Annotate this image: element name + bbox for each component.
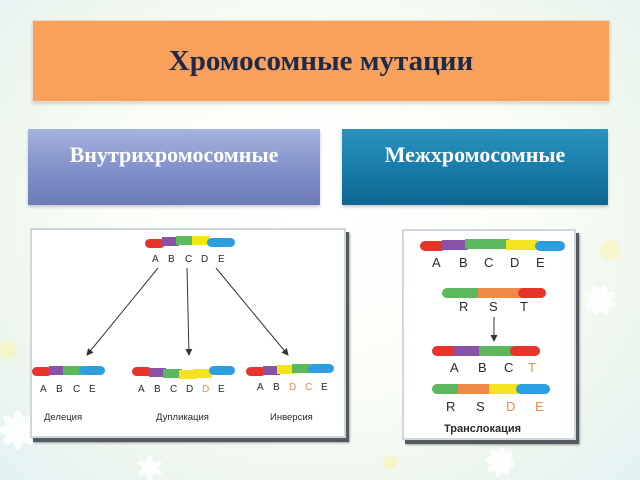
- header-interchromosomal: Межхромосомные: [342, 129, 608, 205]
- original-letter-d: D: [201, 254, 208, 265]
- duplication-letter-d-dup: D: [202, 384, 209, 395]
- chr1-letter-b: B: [459, 255, 468, 270]
- inversion-letter-e: E: [321, 382, 328, 393]
- header-intrachromosomal: Внутрихромосомные: [28, 129, 320, 205]
- original-letters: A B C D E: [152, 254, 225, 265]
- header-intrachromosomal-label: Внутрихромосомные: [69, 142, 279, 167]
- duplication-letter-c: C: [170, 384, 177, 395]
- chr1-letter-d: D: [510, 255, 519, 270]
- inter-diagram-svg: A B C D E R S T A B C T: [420, 239, 565, 435]
- result-chromosome-two: [432, 384, 550, 394]
- deletion-letter-b: B: [56, 384, 63, 395]
- inversion-chromosome: [246, 364, 334, 376]
- duplication-chromosome: [132, 366, 235, 379]
- duplication-letters: A B C D D E: [138, 384, 225, 395]
- deletion-chromosome: [32, 366, 105, 376]
- deletion-letters: A B C E: [40, 384, 96, 395]
- original-letter-a: A: [152, 254, 159, 265]
- deletion-letter-a: A: [40, 384, 47, 395]
- original-letter-b: B: [168, 254, 175, 265]
- result-chromosome-one: [432, 346, 540, 356]
- result2-letter-r: R: [446, 399, 455, 414]
- duplication-letter-e: E: [218, 384, 225, 395]
- duplication-letter-b: B: [154, 384, 161, 395]
- arrow-to-deletion: [86, 267, 159, 356]
- chromosome-one-letters: A B C D E: [432, 255, 545, 270]
- chr2-letter-r: R: [459, 299, 468, 314]
- chr1-letter-a: A: [432, 255, 441, 270]
- intra-diagram-svg: A B C D E A B C E Делеция: [32, 236, 334, 423]
- chr1-letter-e: E: [536, 255, 545, 270]
- intra-mutation-diagram: A B C D E A B C E Делеция: [30, 228, 346, 438]
- result1-letter-b: B: [478, 360, 487, 375]
- original-letter-c: C: [185, 254, 192, 265]
- duplication-letter-a: A: [138, 384, 145, 395]
- chromosome-two: [442, 288, 546, 298]
- result1-letter-a: A: [450, 360, 459, 375]
- chr1-letter-c: C: [484, 255, 493, 270]
- result1-letter-t: T: [528, 360, 536, 375]
- result2-letter-e: E: [535, 399, 544, 414]
- duplication-letter-d: D: [186, 384, 193, 395]
- original-chromosome: [145, 236, 235, 248]
- result2-letter-d: D: [506, 399, 515, 414]
- chromosome-two-letters: R S T: [459, 299, 528, 314]
- inversion-letter-c: C: [305, 382, 312, 393]
- page-title: Хромосомные мутации: [168, 44, 474, 77]
- inversion-letters: A B D C E: [257, 382, 328, 393]
- inversion-letter-d: D: [289, 382, 296, 393]
- inversion-letter-a: A: [257, 382, 264, 393]
- translocation-caption: Транслокация: [444, 423, 521, 435]
- chr2-letter-s: S: [489, 299, 498, 314]
- inter-mutation-diagram: A B C D E R S T A B C T: [402, 229, 576, 440]
- result1-letter-c: C: [504, 360, 513, 375]
- result-one-letters: A B C T: [450, 360, 536, 375]
- header-interchromosomal-label: Межхромосомные: [384, 142, 566, 167]
- inversion-caption: Инверсия: [270, 412, 313, 423]
- duplication-caption: Дупликация: [156, 412, 209, 423]
- deletion-letter-e: E: [89, 384, 96, 395]
- chromosome-one: [420, 239, 565, 251]
- result-two-letters: R S D E: [446, 399, 544, 414]
- chr2-letter-t: T: [520, 299, 528, 314]
- deletion-caption: Делеция: [44, 412, 82, 423]
- original-letter-e: E: [218, 254, 225, 265]
- result2-letter-s: S: [476, 399, 485, 414]
- arrow-to-duplication: [185, 267, 193, 356]
- title-banner: Хромосомные мутации: [32, 20, 610, 102]
- deletion-letter-c: C: [73, 384, 80, 395]
- inversion-letter-b: B: [273, 382, 280, 393]
- arrow-to-inversion: [215, 267, 289, 356]
